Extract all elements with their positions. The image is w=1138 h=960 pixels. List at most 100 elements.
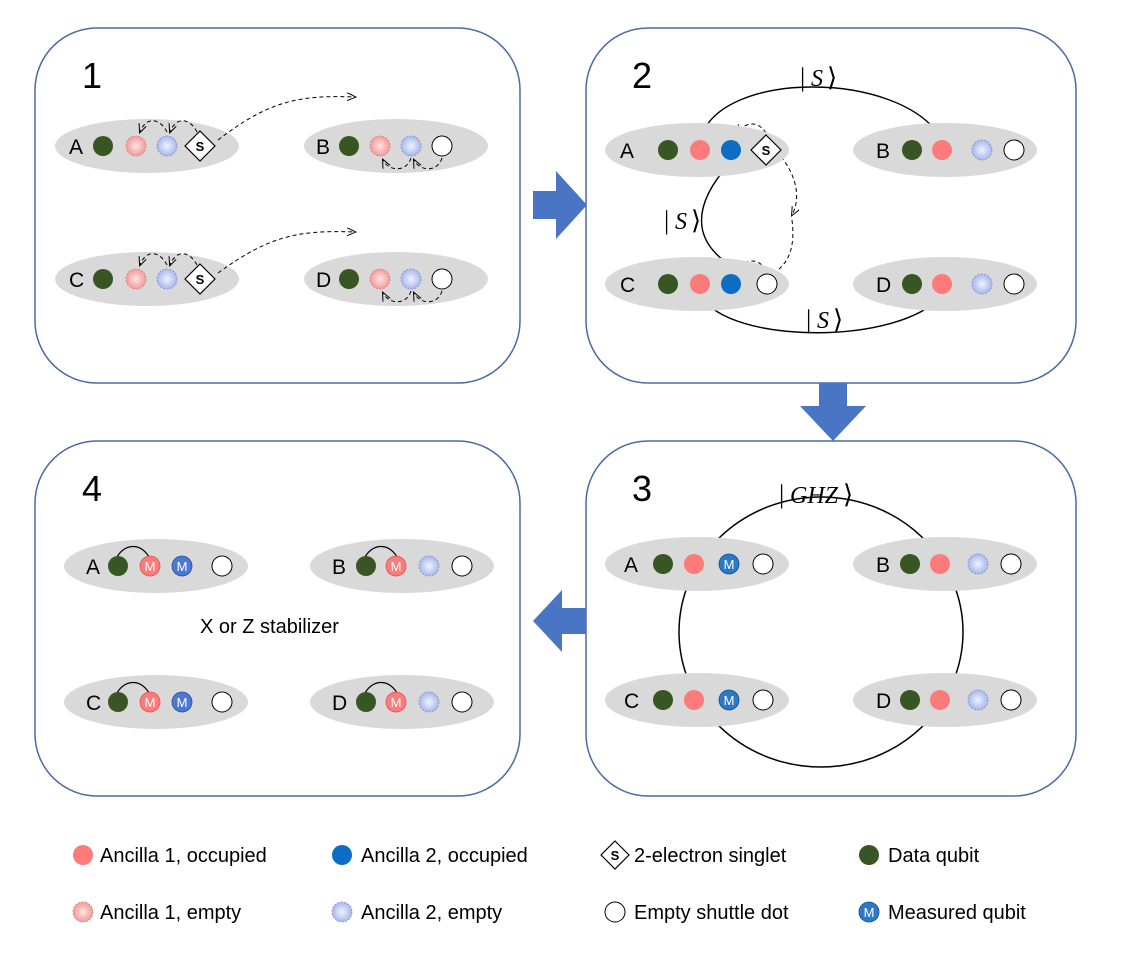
legend-item-measured-qubit: M Measured qubit xyxy=(858,901,1026,924)
legend-label: Empty shuttle dot xyxy=(634,902,789,924)
ancilla2-empty-dot xyxy=(971,139,993,161)
ket-label: GHZ xyxy=(790,483,839,509)
legend-item-ancilla1-empty: Ancilla 1, empty xyxy=(72,901,241,924)
ancilla1-empty-icon xyxy=(72,901,94,923)
stabilizer-caption: X or Z stabilizer xyxy=(200,616,339,638)
shuttle-path xyxy=(140,120,168,132)
svg-text:|: | xyxy=(806,305,811,334)
data-qubit xyxy=(658,274,678,294)
measured-letter: M xyxy=(145,559,156,574)
site-a-dot-array xyxy=(55,119,239,173)
site-d-dot-array xyxy=(304,252,488,306)
data-qubit xyxy=(658,140,678,160)
empty-shuttle-dot xyxy=(1000,553,1022,575)
site-c-label: C xyxy=(69,269,84,292)
site-d-label: D xyxy=(316,269,331,292)
measurement-link xyxy=(364,545,398,558)
site-a-label: A xyxy=(620,140,634,163)
ancilla1-occupied-dot xyxy=(684,554,704,574)
site-a-label: A xyxy=(624,554,638,577)
empty-shuttle-dot xyxy=(1000,689,1022,711)
svg-text:⟩: ⟩ xyxy=(827,63,837,92)
legend-label: Ancilla 2, occupied xyxy=(361,845,528,867)
shuttle-path xyxy=(414,290,443,303)
singlet-marker: S xyxy=(750,134,782,166)
ancilla1-empty-dot xyxy=(369,268,391,290)
data-qubit xyxy=(93,136,113,156)
svg-text:⟩: ⟩ xyxy=(843,480,853,509)
ket-s-ac: | S ⟩ xyxy=(664,206,701,235)
site-d-label: D xyxy=(876,690,891,713)
panel-1: A S B C S D xyxy=(55,97,488,306)
site-b-label: B xyxy=(876,140,890,163)
panel-2: | S ⟩ | S ⟩ | S ⟩ A S B C xyxy=(605,63,1037,334)
singlet-link-ab xyxy=(700,86,942,139)
legend: Ancilla 1, occupied Ancilla 2, occupied … xyxy=(72,840,1026,924)
measured-letter: M xyxy=(864,905,875,920)
svg-text:|: | xyxy=(779,480,784,509)
panel-1-number: 1 xyxy=(82,55,102,96)
measured-qubit-icon xyxy=(858,901,880,923)
data-qubit xyxy=(108,692,128,712)
panel-4: A M M B M X or Z stabilizer C M xyxy=(64,539,494,729)
measurement-link xyxy=(116,545,150,558)
shuttle-path xyxy=(170,253,198,265)
site-c-dot-array xyxy=(55,252,239,306)
empty-shuttle-dot xyxy=(451,555,473,577)
ancilla1-occupied-dot xyxy=(930,690,950,710)
data-qubit xyxy=(653,554,673,574)
svg-text:|: | xyxy=(664,206,669,235)
panel-1-box xyxy=(34,27,521,384)
ancilla1-occupied-dot xyxy=(930,554,950,574)
empty-shuttle-dot xyxy=(1003,139,1025,161)
data-qubit-icon xyxy=(859,845,879,865)
measured-ancilla1-dot: M xyxy=(139,691,161,713)
legend-item-ancilla2-empty: Ancilla 2, empty xyxy=(331,901,502,924)
panel-4-box xyxy=(34,440,521,797)
ancilla2-empty-icon xyxy=(331,901,353,923)
ancilla2-empty-dot xyxy=(967,553,989,575)
measured-ancilla2-dot: M xyxy=(171,555,193,577)
empty-shuttle-dot xyxy=(431,268,453,290)
singlet-letter: S xyxy=(611,848,620,863)
legend-item-ancilla2-occupied: Ancilla 2, occupied xyxy=(332,845,528,867)
arrow-3-to-4 xyxy=(533,590,586,652)
measured-qubit-dot: M xyxy=(718,689,740,711)
measured-letter: M xyxy=(177,695,188,710)
legend-label: Data qubit xyxy=(888,845,980,867)
singlet-marker: S xyxy=(184,130,216,162)
empty-shuttle-dot xyxy=(211,555,233,577)
ancilla1-occupied-dot xyxy=(932,140,952,160)
shuttle-path xyxy=(140,253,168,265)
empty-shuttle-dot-icon xyxy=(604,901,626,923)
measurement-link xyxy=(364,681,398,694)
site-b-label: B xyxy=(876,554,890,577)
data-qubit xyxy=(93,269,113,289)
data-qubit xyxy=(108,556,128,576)
data-qubit xyxy=(356,692,376,712)
ancilla2-empty-dot xyxy=(418,691,440,713)
ancilla1-empty-dot xyxy=(125,268,147,290)
empty-shuttle-dot xyxy=(756,273,778,295)
measured-ancilla1-dot: M xyxy=(385,691,407,713)
panel-3-number: 3 xyxy=(632,468,652,509)
ancilla2-empty-dot xyxy=(418,555,440,577)
measured-letter: M xyxy=(391,695,402,710)
legend-label: Ancilla 1, empty xyxy=(100,902,241,924)
legend-label: Ancilla 2, empty xyxy=(361,902,502,924)
shuttle-path xyxy=(383,290,412,303)
ancilla1-occupied-dot xyxy=(684,690,704,710)
data-qubit xyxy=(339,269,359,289)
legend-item-ancilla1-occupied: Ancilla 1, occupied xyxy=(73,845,267,867)
data-qubit xyxy=(339,136,359,156)
shuttle-path xyxy=(383,157,412,170)
site-d-label: D xyxy=(332,692,347,715)
ket-label: S xyxy=(675,209,687,235)
shuttle-path xyxy=(170,120,198,132)
ancilla2-occupied-icon xyxy=(332,845,352,865)
singlet-letter: S xyxy=(762,143,771,158)
measurement-link xyxy=(116,681,150,694)
panel-3: | GHZ ⟩ A M B C M D xyxy=(605,480,1037,768)
singlet-letter: S xyxy=(196,272,205,287)
